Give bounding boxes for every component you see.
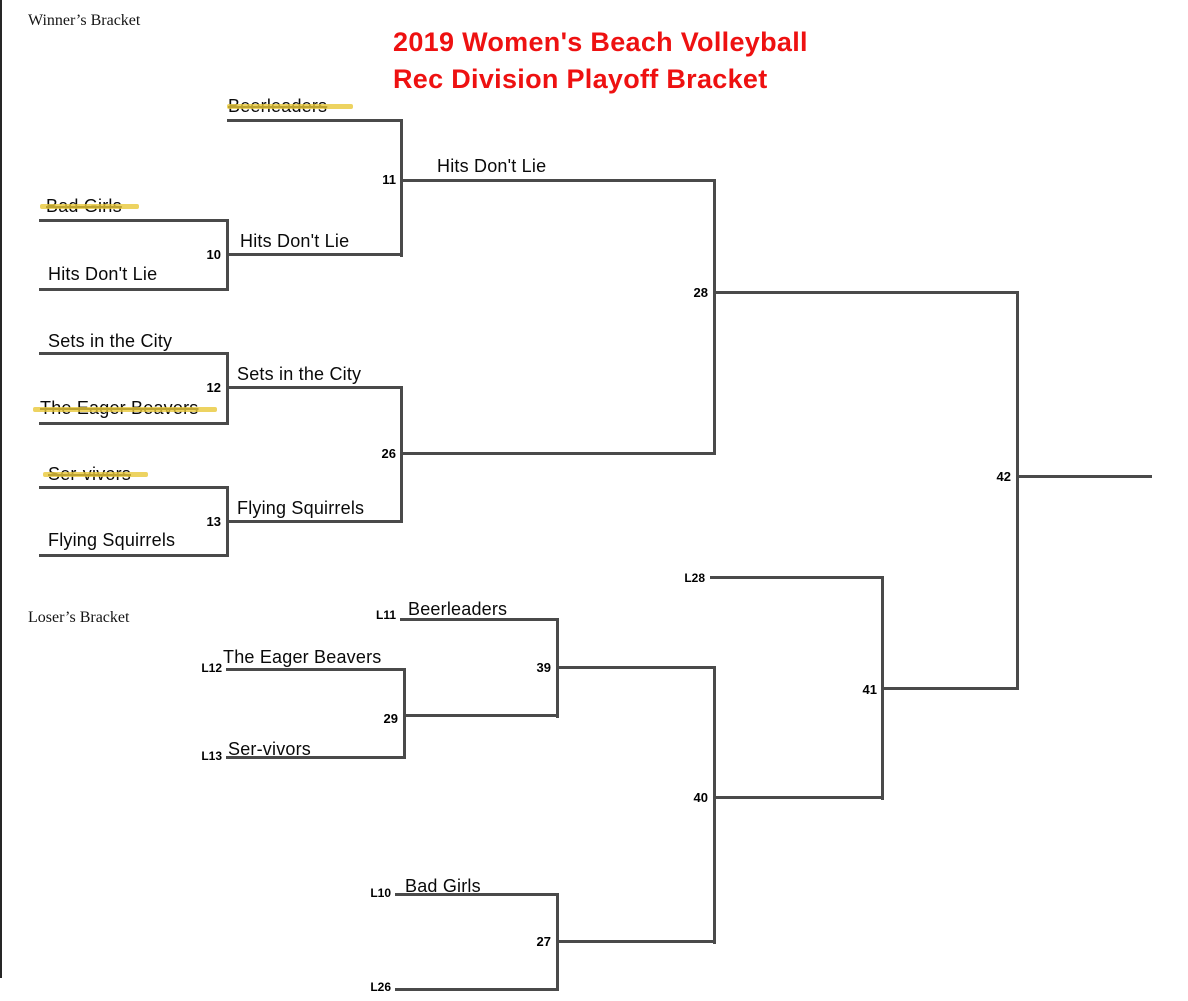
slot-line-L11 — [400, 618, 556, 621]
slot-label-L28: L28 — [684, 571, 705, 585]
match11-number: 11 — [382, 172, 396, 187]
connector-match13 — [226, 486, 229, 557]
connector-match26 — [400, 386, 403, 523]
seed-line-hits-dont-lie — [39, 288, 229, 291]
team-sets-in-the-city-seed: Sets in the City — [48, 331, 173, 351]
match13-winner-name: Flying Squirrels — [237, 498, 365, 518]
output-line-match12 — [229, 386, 400, 389]
seed-line-beerleaders — [227, 119, 400, 122]
seed-line-bad-girls — [39, 219, 229, 222]
connector-match12 — [226, 352, 229, 425]
match29-number: 29 — [383, 711, 398, 726]
connector-match29 — [403, 668, 406, 759]
seed-line-ser-vivors — [39, 486, 229, 489]
slot-label-L11: L11 — [375, 608, 396, 622]
slot-line-L10 — [395, 893, 556, 896]
output-line-match39 — [559, 666, 713, 669]
match13-number: 13 — [206, 514, 221, 529]
slot-label-L13: L13 — [201, 749, 222, 763]
match11-winner-name: Hits Don't Lie — [437, 156, 547, 176]
slot-line-L12 — [226, 668, 403, 671]
match28-number: 28 — [693, 285, 708, 300]
team-beerleaders-losers: Beerleaders — [408, 599, 508, 619]
connector-match41 — [881, 576, 884, 800]
page-title-line2: Rec Division Playoff Bracket — [393, 64, 768, 94]
match12-winner-name: Sets in the City — [237, 364, 362, 384]
page-left-edge-line — [0, 0, 2, 978]
match10-winner-name: Hits Don't Lie — [240, 231, 350, 251]
output-line-match42 — [1019, 475, 1152, 478]
match41-number: 41 — [862, 682, 877, 697]
highlight-mark-ser-vivors — [43, 472, 148, 477]
output-line-match10 — [229, 253, 400, 256]
connector-match11 — [400, 119, 403, 257]
output-line-match26 — [403, 452, 716, 455]
team-eager-beavers-losers: The Eager Beavers — [223, 647, 382, 667]
team-bad-girls-losers: Bad Girls — [405, 876, 481, 896]
highlight-mark-eager-beavers — [33, 407, 217, 412]
winners-bracket-label: Winner’s Bracket — [28, 12, 141, 29]
output-line-match29 — [406, 714, 556, 717]
highlight-mark-beerleaders — [227, 104, 353, 109]
slot-label-L12: L12 — [201, 661, 222, 675]
connector-match10 — [226, 219, 229, 291]
page-title: 2019 Women's Beach Volleyball Rec Divisi… — [393, 24, 808, 98]
highlight-mark-bad-girls — [40, 204, 139, 209]
slot-line-L26 — [395, 988, 556, 991]
output-line-match40 — [716, 796, 881, 799]
output-line-match28 — [716, 291, 1016, 294]
match10-number: 10 — [206, 247, 221, 262]
connector-match39 — [556, 618, 559, 718]
match42-number: 42 — [996, 469, 1011, 484]
output-line-match27 — [559, 940, 713, 943]
match39-number: 39 — [536, 660, 551, 675]
slot-label-L10: L10 — [370, 886, 391, 900]
match27-number: 27 — [536, 934, 551, 949]
connector-match28 — [713, 179, 716, 455]
losers-bracket-label: Loser’s Bracket — [28, 609, 130, 626]
team-flying-squirrels-seed: Flying Squirrels — [48, 530, 176, 550]
team-ser-vivors-losers: Ser-vivors — [228, 739, 312, 759]
match40-number: 40 — [693, 790, 708, 805]
connector-match27 — [556, 893, 559, 991]
connector-match42 — [1016, 291, 1019, 690]
output-line-match41 — [884, 687, 1016, 690]
slot-label-L26: L26 — [370, 980, 391, 994]
team-hits-dont-lie-seed: Hits Don't Lie — [48, 264, 158, 284]
seed-line-flying-squirrels — [39, 554, 229, 557]
seed-line-eager-beavers — [39, 422, 229, 425]
match12-number: 12 — [206, 380, 221, 395]
page-title-line1: 2019 Women's Beach Volleyball — [393, 27, 808, 57]
seed-line-sets-in-the-city — [39, 352, 229, 355]
slot-line-L13 — [226, 756, 403, 759]
slot-line-L28 — [710, 576, 881, 579]
output-line-match13 — [229, 520, 400, 523]
match26-number: 26 — [381, 446, 396, 461]
connector-match40 — [713, 666, 716, 944]
output-line-match11 — [400, 179, 716, 182]
